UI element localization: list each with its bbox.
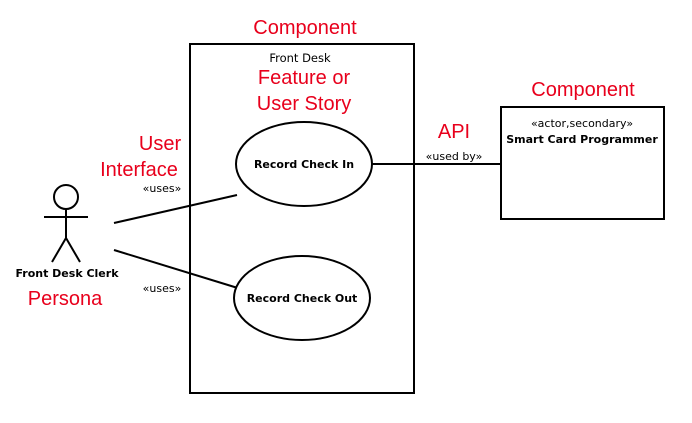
secondary-actor-stereotype: «actor,secondary» bbox=[531, 117, 633, 130]
uses-label-checkin: «uses» bbox=[143, 182, 182, 195]
system-name: Front Desk bbox=[269, 51, 331, 65]
used-by-label: «used by» bbox=[426, 150, 483, 163]
annotation-feature-line2: User Story bbox=[257, 93, 351, 115]
annotation-user-line2: Interface bbox=[100, 159, 178, 181]
secondary-actor-name: Smart Card Programmer bbox=[506, 133, 658, 146]
system-boundary bbox=[189, 43, 415, 394]
use-case-label: Record Check In bbox=[254, 158, 354, 171]
secondary-actor-box[interactable] bbox=[500, 106, 665, 220]
actor-name: Front Desk Clerk bbox=[15, 267, 119, 280]
annotation-persona: Persona bbox=[28, 288, 103, 310]
use-case-record-check-in[interactable] bbox=[235, 121, 373, 207]
annotation-component-right: Component bbox=[531, 79, 635, 101]
annotation-user-line1: User bbox=[139, 133, 182, 155]
annotation-feature-line1: Feature or bbox=[258, 67, 351, 89]
stick-figure-icon bbox=[44, 184, 88, 263]
use-case-label: Record Check Out bbox=[247, 292, 358, 305]
annotation-component-top: Component bbox=[253, 17, 357, 39]
annotation-api: API bbox=[438, 121, 470, 143]
association-line-checkout bbox=[113, 249, 242, 290]
use-case-record-check-out[interactable] bbox=[233, 255, 371, 341]
association-line-checkin bbox=[113, 194, 238, 224]
uses-label-checkout: «uses» bbox=[143, 282, 182, 295]
